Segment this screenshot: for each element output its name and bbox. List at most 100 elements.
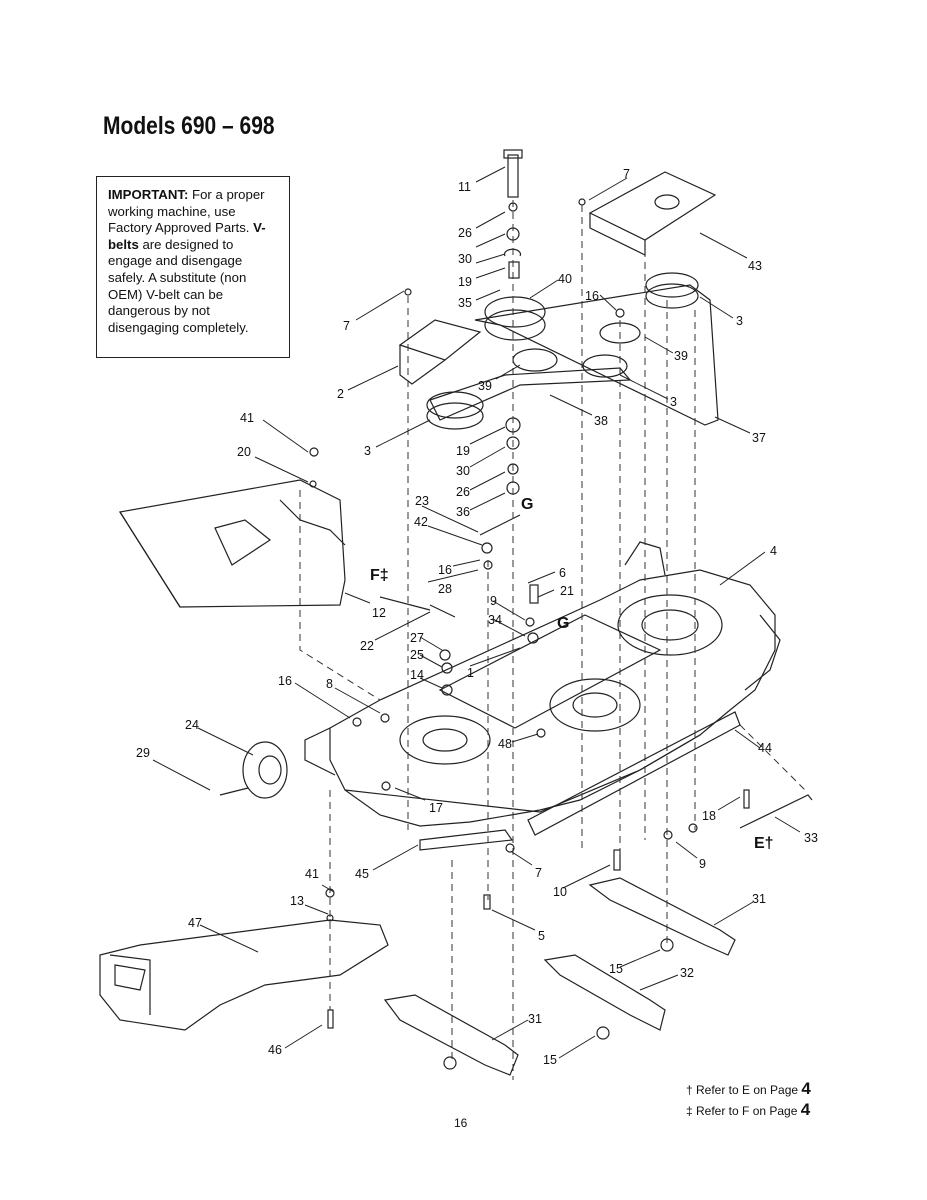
- callout-21: 21: [560, 584, 574, 598]
- important-notice-box: IMPORTANT: For a proper working machine,…: [96, 176, 290, 358]
- blade-31-left: [383, 994, 519, 1076]
- callout-16: 16: [585, 289, 599, 303]
- callout-39: 39: [674, 349, 688, 363]
- callout-38: 38: [594, 414, 608, 428]
- spring-23: [479, 514, 521, 536]
- callout-31: 31: [752, 892, 766, 906]
- callout-3: 3: [364, 444, 371, 458]
- callout-25: 25: [410, 648, 424, 662]
- callout-20: 20: [237, 445, 251, 459]
- callout-14: 14: [410, 668, 424, 682]
- rod-33: [739, 794, 813, 829]
- callout-7: 7: [623, 167, 630, 181]
- spindle-housing-right: [617, 594, 723, 656]
- callout-2: 2: [337, 387, 344, 401]
- footnote-e: † Refer to E on Page 4: [686, 1079, 811, 1098]
- pulley-3-right: [645, 272, 699, 298]
- callout-g-2: G: [557, 615, 569, 632]
- callout-32: 32: [680, 966, 694, 980]
- footnote-f: ‡ Refer to F on Page 4: [686, 1100, 811, 1119]
- wheel-bracket: [304, 727, 336, 776]
- callout-9: 9: [699, 857, 706, 871]
- callout-26: 26: [456, 485, 470, 499]
- spindle-housing-center: [549, 678, 641, 732]
- pulley-39-left: [512, 348, 558, 372]
- gauge-wheel-24: [242, 741, 288, 799]
- pulley-3-left: [426, 391, 484, 419]
- callout-g: G: [521, 496, 533, 513]
- callout-4: 4: [770, 544, 777, 558]
- callout-f: F‡: [370, 567, 389, 584]
- vbelts-label: V-belts: [108, 220, 266, 252]
- pulley-3-center: [582, 354, 628, 378]
- baffle-45: [419, 829, 514, 851]
- callout-6: 6: [559, 566, 566, 580]
- bolt-11: [507, 154, 519, 198]
- callout-16: 16: [278, 674, 292, 688]
- callout-43: 43: [748, 259, 762, 273]
- callout-30: 30: [458, 252, 472, 266]
- callout-e: E†: [754, 835, 774, 852]
- callout-19: 19: [456, 444, 470, 458]
- discharge-deflector: [119, 479, 346, 608]
- deck-handle: [624, 541, 666, 576]
- leader-lines: [152, 166, 801, 1059]
- callout-22: 22: [360, 639, 374, 653]
- callout-15: 15: [543, 1053, 557, 1067]
- belt-cover-43: [588, 171, 717, 241]
- callout-33: 33: [804, 831, 818, 845]
- callout-17: 17: [429, 801, 443, 815]
- callout-5: 5: [538, 929, 545, 943]
- callout-16: 16: [438, 563, 452, 577]
- notice-text-2: are designed to engage and disengage saf…: [108, 236, 249, 335]
- belt-cover-2: [398, 319, 482, 361]
- callout-27: 27: [410, 631, 424, 645]
- important-label: IMPORTANT:: [108, 187, 189, 202]
- callout-46: 46: [268, 1043, 282, 1057]
- deck-top-plate: [438, 614, 662, 729]
- callout-37: 37: [752, 431, 766, 445]
- callout-3: 3: [736, 314, 743, 328]
- callout-35: 35: [458, 296, 472, 310]
- page-title: Models 690 – 698: [103, 112, 275, 140]
- callout-28: 28: [438, 582, 452, 596]
- callout-26: 26: [458, 226, 472, 240]
- callout-34: 34: [488, 613, 502, 627]
- callout-41: 41: [305, 867, 319, 881]
- callout-labels: 11 7 26 30 19 40 43 16 3 35 7 39 2 39 3 …: [136, 167, 818, 1067]
- blade-32: [543, 954, 666, 1031]
- page-number: 16: [454, 1116, 468, 1130]
- callout-9: 9: [490, 594, 497, 608]
- assembly-lines: [299, 200, 806, 1080]
- footnote-e-page: 4: [801, 1079, 811, 1098]
- callout-45: 45: [355, 867, 369, 881]
- callout-30: 30: [456, 464, 470, 478]
- callout-3: 3: [670, 395, 677, 409]
- callout-24: 24: [185, 718, 199, 732]
- deck-housing: [329, 569, 776, 827]
- v-belt-38: [429, 367, 632, 421]
- callout-41: 41: [240, 411, 254, 425]
- callout-10: 10: [553, 885, 567, 899]
- callout-15: 15: [609, 962, 623, 976]
- callout-13: 13: [290, 894, 304, 908]
- callout-48: 48: [498, 737, 512, 751]
- callout-36: 36: [456, 505, 470, 519]
- callout-8: 8: [326, 677, 333, 691]
- diagram-drawing: [99, 149, 813, 1076]
- callout-40: 40: [558, 272, 572, 286]
- notice-text-1: For a proper working machine, use Factor…: [108, 187, 265, 236]
- callout-7: 7: [535, 866, 542, 880]
- footnote-f-page: 4: [800, 1100, 811, 1119]
- callout-47: 47: [188, 916, 202, 930]
- footnotes: † Refer to E on Page 4 ‡ Refer to F on P…: [686, 1079, 811, 1121]
- callout-44: 44: [758, 741, 772, 755]
- callout-23: 23: [415, 494, 429, 508]
- mulching-plug-47: [99, 919, 389, 1031]
- spring-22: [379, 596, 456, 618]
- callout-1: 1: [467, 666, 474, 680]
- callout-39: 39: [478, 379, 492, 393]
- pulley-40: [484, 296, 546, 328]
- spindle-housing-left: [399, 715, 491, 765]
